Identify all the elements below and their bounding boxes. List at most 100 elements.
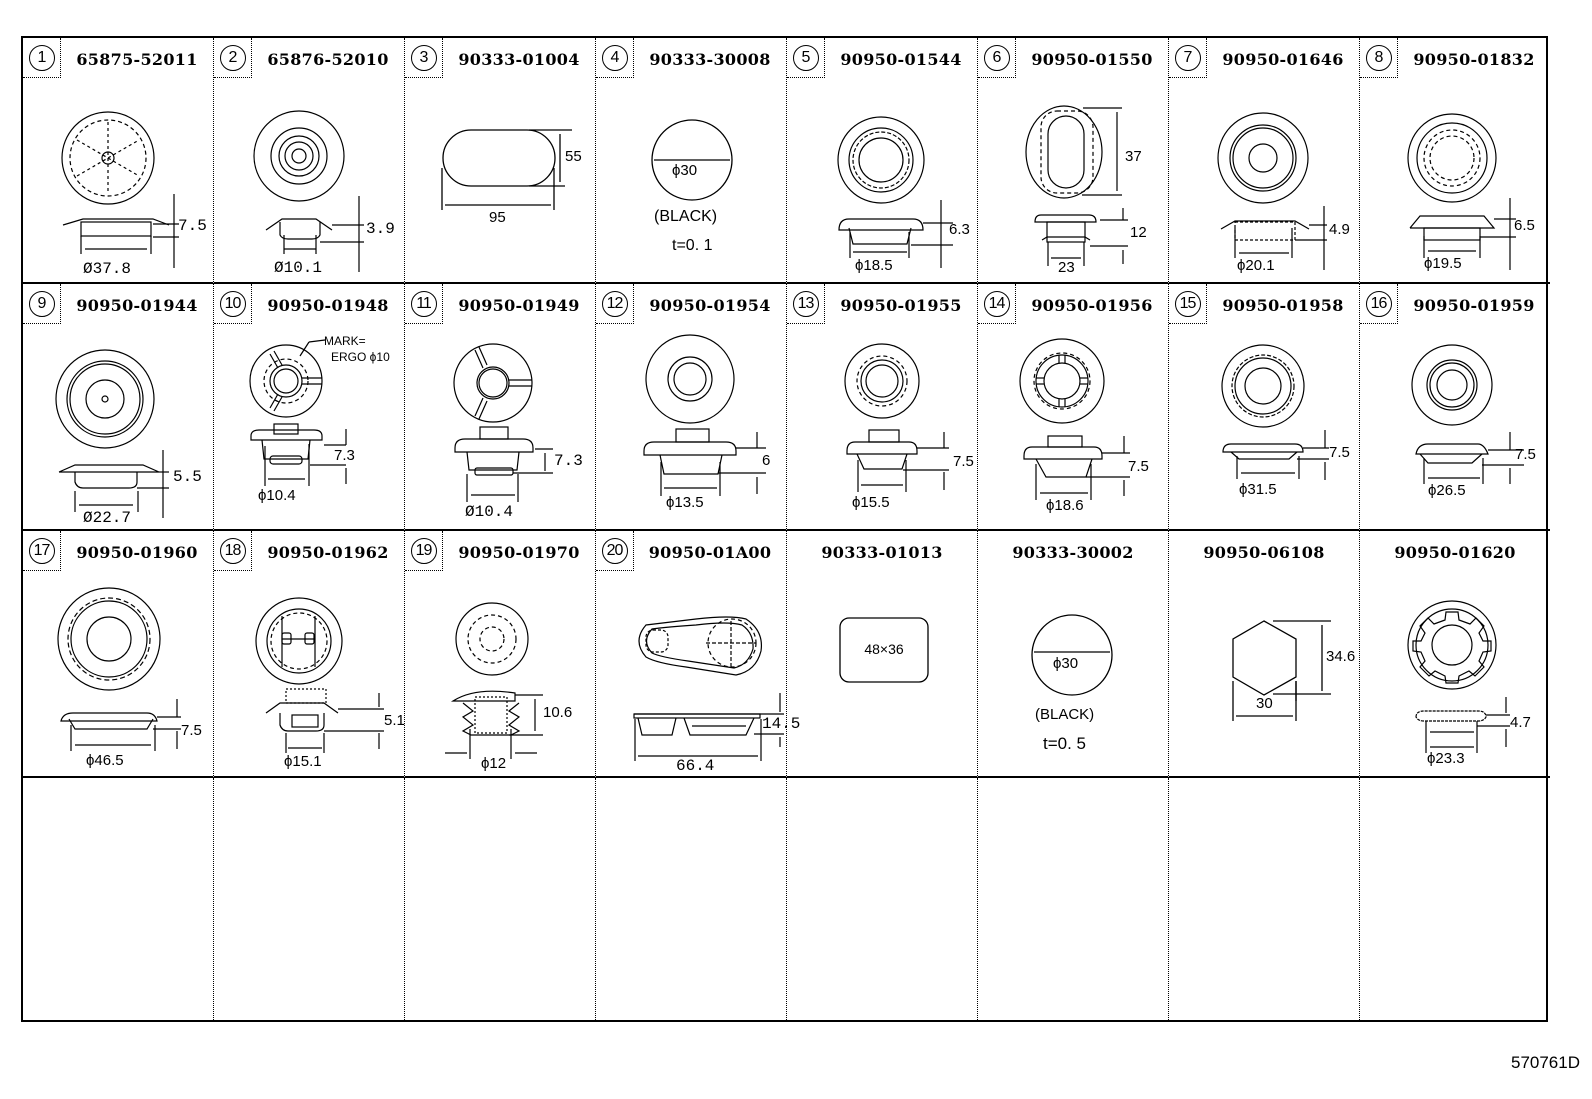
size-dimension: 48×36 [864,641,904,657]
diameter-dimension: ϕ30 [672,162,698,179]
diameter-dimension: ϕ26.5 [1428,482,1466,499]
part-cell-9[interactable]: 9 90950-01944 5.5 Ø22.7 [23,284,214,531]
part-cell-6[interactable]: 6 90950-01550 37 12 23 [978,38,1169,284]
height-dimension: 4.7 [1510,714,1531,731]
part-cell-7[interactable]: 7 90950-01646 4.9 ϕ20.1 [1169,38,1360,284]
empty-cell [787,778,978,1022]
index-box: 18 [214,531,252,571]
part-cell-16[interactable]: 16 90950-01959 7.5 ϕ26.5 [1360,284,1550,531]
index-badge: 14 [983,290,1010,317]
index-badge: 20 [601,537,628,564]
index-box: 20 [596,531,634,571]
diameter-dimension: Ø37.8 [83,260,132,278]
empty-cell [23,778,214,1022]
height-dimension: 7.5 [1128,458,1149,475]
index-box: 6 [978,38,1016,78]
grommet-drawing-icon [1217,112,1327,270]
part-cell-15[interactable]: 15 90950-01958 7.5 ϕ31.5 [1169,284,1360,531]
index-box: 4 [596,38,634,78]
part-cell-18[interactable]: 18 90950-01962 5.1 ϕ15.1 [214,531,405,778]
index-badge: 11 [410,290,437,317]
part-cell-14[interactable]: 14 90950-01956 7.5 ϕ18.6 [978,284,1169,531]
index-badge: 7 [1174,44,1201,71]
part-number: 90333-30002 [1012,543,1134,562]
oval-grommet-drawing-icon [1025,105,1128,266]
index-badge: 10 [219,290,246,317]
part-number: 65876-52010 [267,50,389,69]
part-number: 90950-01960 [76,543,198,562]
height-dimension: 7.5 [181,722,202,739]
diameter-dimension: Ø10.4 [465,503,514,521]
part-number: 65875-52011 [76,50,198,69]
part-number: 90950-01A00 [648,543,772,562]
part-cell-24[interactable]: 90950-01620 4.7 ϕ23.3 [1360,531,1550,778]
color-note: (BLACK) [654,208,718,225]
index-badge: 15 [1174,290,1201,317]
part-cell-8[interactable]: 8 90950-01832 6.5 ϕ19.5 [1360,38,1550,284]
empty-cell [1360,778,1550,1022]
height-dimension: 7.5 [1329,444,1350,461]
height-dimension: 7.5 [178,217,207,235]
index-box: 3 [405,38,443,78]
index-badge: 5 [792,44,819,71]
index-box: 5 [787,38,825,78]
diameter-dimension: ϕ12 [481,755,507,772]
part-number: 90950-01962 [267,543,389,562]
empty-cell [1169,778,1360,1022]
width-dimension: 66.4 [676,757,715,775]
height-dimension: 5.5 [173,468,202,486]
index-badge: 6 [983,44,1010,71]
teardrop-grommet-drawing-icon [633,616,784,761]
index-box: 12 [596,284,634,324]
part-cell-13[interactable]: 13 90950-01955 7.5 ϕ15.5 [787,284,978,531]
index-box: 16 [1360,284,1398,324]
diameter-dimension: Ø10.1 [274,259,323,277]
part-cell-21[interactable]: 90333-01013 48×36 [787,531,978,778]
part-number: 90950-01646 [1222,50,1344,69]
round-seal-drawing-icon [651,119,733,201]
part-cell-3[interactable]: 3 90333-01004 55 95 [405,38,596,284]
part-cell-23[interactable]: 90950-06108 34.6 30 [1169,531,1360,778]
part-cell-19[interactable]: 19 90950-01970 10.6 ϕ12 [405,531,596,778]
height-dimension: 7.5 [1515,446,1536,463]
height-dimension: 4.9 [1329,221,1350,238]
grommet-drawing-icon [1221,344,1329,480]
part-cell-5[interactable]: 5 90950-01544 6.3 ϕ18.5 [787,38,978,284]
height-dimension: 6.3 [949,221,970,238]
part-number: 90950-01959 [1413,296,1535,315]
part-cell-1[interactable]: 1 65875-52011 7.5 Ø37.8 [23,38,214,284]
height-dimension: 55 [565,148,582,165]
part-number: 90950-01954 [649,296,771,315]
round-seal-drawing-icon [1031,614,1113,696]
diameter-dimension: ϕ18.6 [1046,497,1084,514]
index-badge: 8 [1365,44,1392,71]
mark-label-value: ERGO ϕ10 [331,350,390,364]
empty-cell [978,778,1169,1022]
part-cell-20[interactable]: 20 90950-01A00 14.5 66.4 [596,531,800,778]
part-cell-17[interactable]: 17 90950-01960 7.5 ϕ46.5 [23,531,214,778]
part-cell-10[interactable]: 10 90950-01948 MARK= ERGO ϕ10 7.3 ϕ10.4 [214,284,405,531]
gear-grommet-drawing-icon [1407,600,1510,753]
part-number: 90950-01955 [840,296,962,315]
part-number: 90950-01544 [840,50,962,69]
part-cell-11[interactable]: 11 90950-01949 7.3 Ø10.4 [405,284,596,531]
part-cell-2[interactable]: 2 65876-52010 3.9 Ø10.1 [214,38,405,284]
index-box: 13 [787,284,825,324]
diameter-dimension: ϕ15.5 [852,494,890,511]
part-number: 90950-01956 [1031,296,1153,315]
diameter-dimension: ϕ19.5 [1424,255,1462,272]
diameter-dimension: ϕ46.5 [86,752,124,769]
diameter-dimension: ϕ20.1 [1237,257,1275,274]
part-cell-12[interactable]: 12 90950-01954 6 ϕ13.5 [596,284,787,531]
diameter-dimension: Ø22.7 [83,509,132,527]
grommet-drawing-icon [61,111,179,268]
part-cell-22[interactable]: 90333-30002 ϕ30 (BLACK) t=0. 5 [978,531,1169,778]
push-plug-drawing-icon [445,602,543,759]
index-badge: 16 [1365,290,1392,317]
height-dimension: 10.6 [543,704,573,721]
index-box: 11 [405,284,443,324]
width-dimension: 95 [489,209,506,226]
grommet-drawing-icon [253,110,364,272]
part-cell-4[interactable]: 4 90333-30008 ϕ30 (BLACK) t=0. 1 [596,38,787,284]
part-number: 90950-01948 [267,296,389,315]
